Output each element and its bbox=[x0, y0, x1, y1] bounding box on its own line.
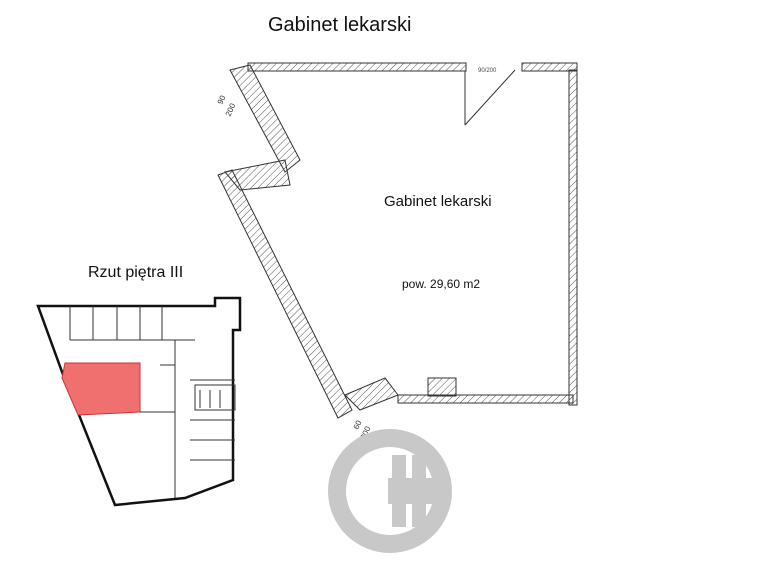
svg-text:60: 60 bbox=[352, 418, 364, 430]
highlighted-unit bbox=[61, 362, 141, 416]
building-floor-plan bbox=[36, 296, 242, 507]
svg-text:200: 200 bbox=[224, 101, 238, 117]
room-area: pow. 29,60 m2 bbox=[402, 277, 481, 291]
watermark-logo-icon bbox=[328, 429, 452, 553]
room-name: Gabinet lekarski bbox=[384, 193, 492, 210]
svg-text:90: 90 bbox=[216, 93, 228, 105]
room-walls: 90/200 90 200 60 200 bbox=[216, 62, 578, 441]
door-label-top: 90/200 bbox=[478, 68, 497, 74]
floor-plan-label: Rzut piętra III bbox=[88, 264, 184, 281]
page-title: Gabinet lekarski bbox=[268, 14, 412, 36]
